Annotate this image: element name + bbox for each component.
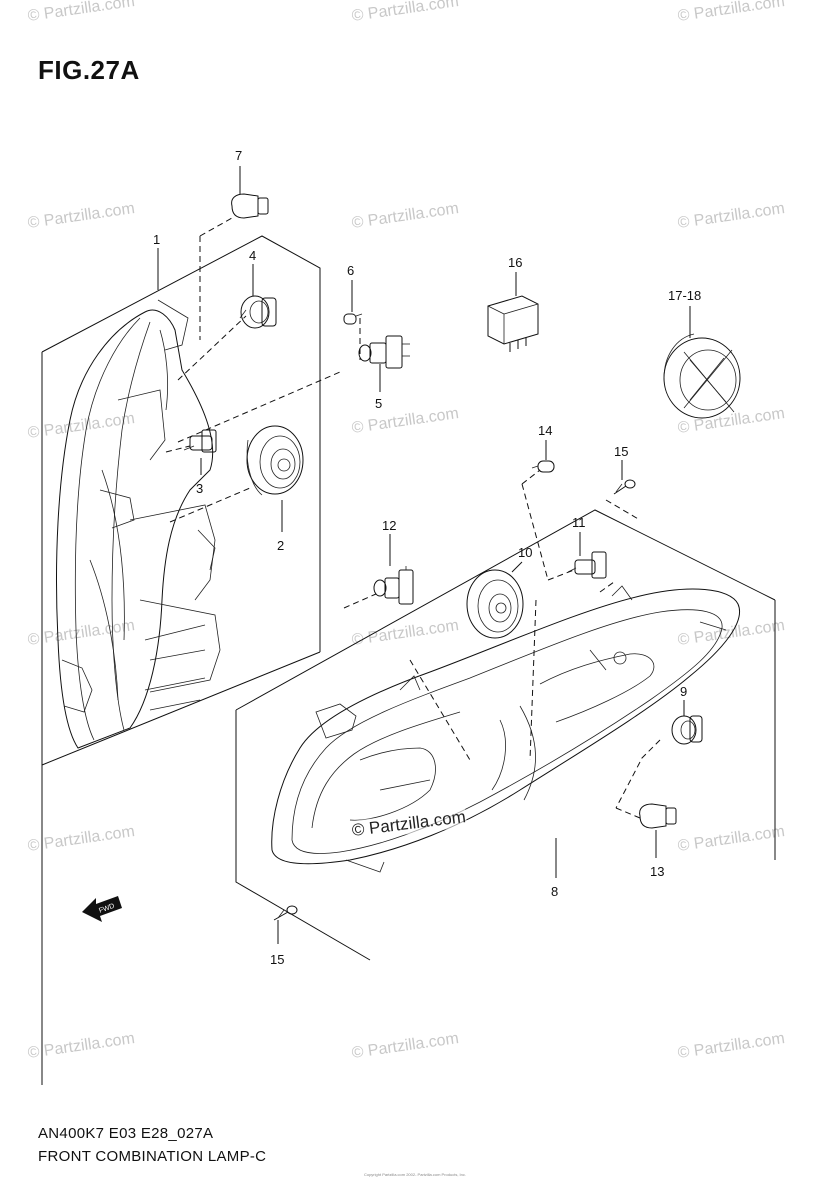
callout-14: 14 — [538, 423, 552, 438]
callout-17-18: 17-18 — [668, 288, 701, 303]
callout-3: 3 — [196, 481, 203, 496]
socket-reflector-10 — [466, 569, 524, 639]
callout-labels: 1 2 3 4 5 6 7 8 9 10 11 12 13 14 15 15 1… — [153, 148, 701, 967]
socket-11 — [567, 551, 607, 579]
callout-6: 6 — [347, 263, 354, 278]
callout-16: 16 — [508, 255, 522, 270]
figure-code: AN400K7 E03 E28_027A — [38, 1125, 214, 1142]
bulb-6 — [343, 313, 363, 325]
socket-3 — [183, 429, 217, 453]
callout-12: 12 — [382, 518, 396, 533]
callout-9: 9 — [680, 684, 687, 699]
callout-1: 1 — [153, 232, 160, 247]
panel-frame-left — [41, 235, 321, 1085]
copyright-note: Copyright Partzilla.com 2002- Partzilla.… — [363, 1172, 467, 1177]
reflector-17-18 — [663, 333, 741, 419]
headlight-bulb-5 — [358, 335, 410, 369]
callout-5: 5 — [375, 396, 382, 411]
leader-lines — [157, 166, 691, 944]
callout-10: 10 — [518, 545, 532, 560]
relay-16 — [487, 295, 539, 352]
socket-9 — [671, 715, 703, 745]
panel-frame-right — [235, 509, 776, 961]
fwd-arrow-icon: FWD — [82, 896, 122, 922]
callout-13: 13 — [650, 864, 664, 879]
bulb-14 — [531, 460, 555, 473]
callout-11: 11 — [572, 515, 586, 530]
figure-title: FIG.27A — [38, 55, 140, 85]
callout-7: 7 — [235, 148, 242, 163]
left-lamp-housing — [56, 299, 221, 749]
socket-reflector-2 — [246, 425, 304, 496]
bulb-socket-4 — [239, 295, 277, 329]
screw-15-bottom — [273, 905, 298, 921]
bulb-13 — [639, 803, 677, 829]
callout-8: 8 — [551, 884, 558, 899]
callout-15-top: 15 — [614, 444, 628, 459]
headlight-housing-8 — [271, 585, 740, 873]
callout-15-bottom: 15 — [270, 952, 284, 967]
bulb-7 — [231, 193, 269, 219]
screw-15-top — [613, 479, 636, 495]
figure-caption: FRONT COMBINATION LAMP-C — [38, 1148, 267, 1165]
callout-4: 4 — [249, 248, 256, 263]
headlight-bulb-12 — [373, 566, 414, 605]
callout-2: 2 — [277, 538, 284, 553]
